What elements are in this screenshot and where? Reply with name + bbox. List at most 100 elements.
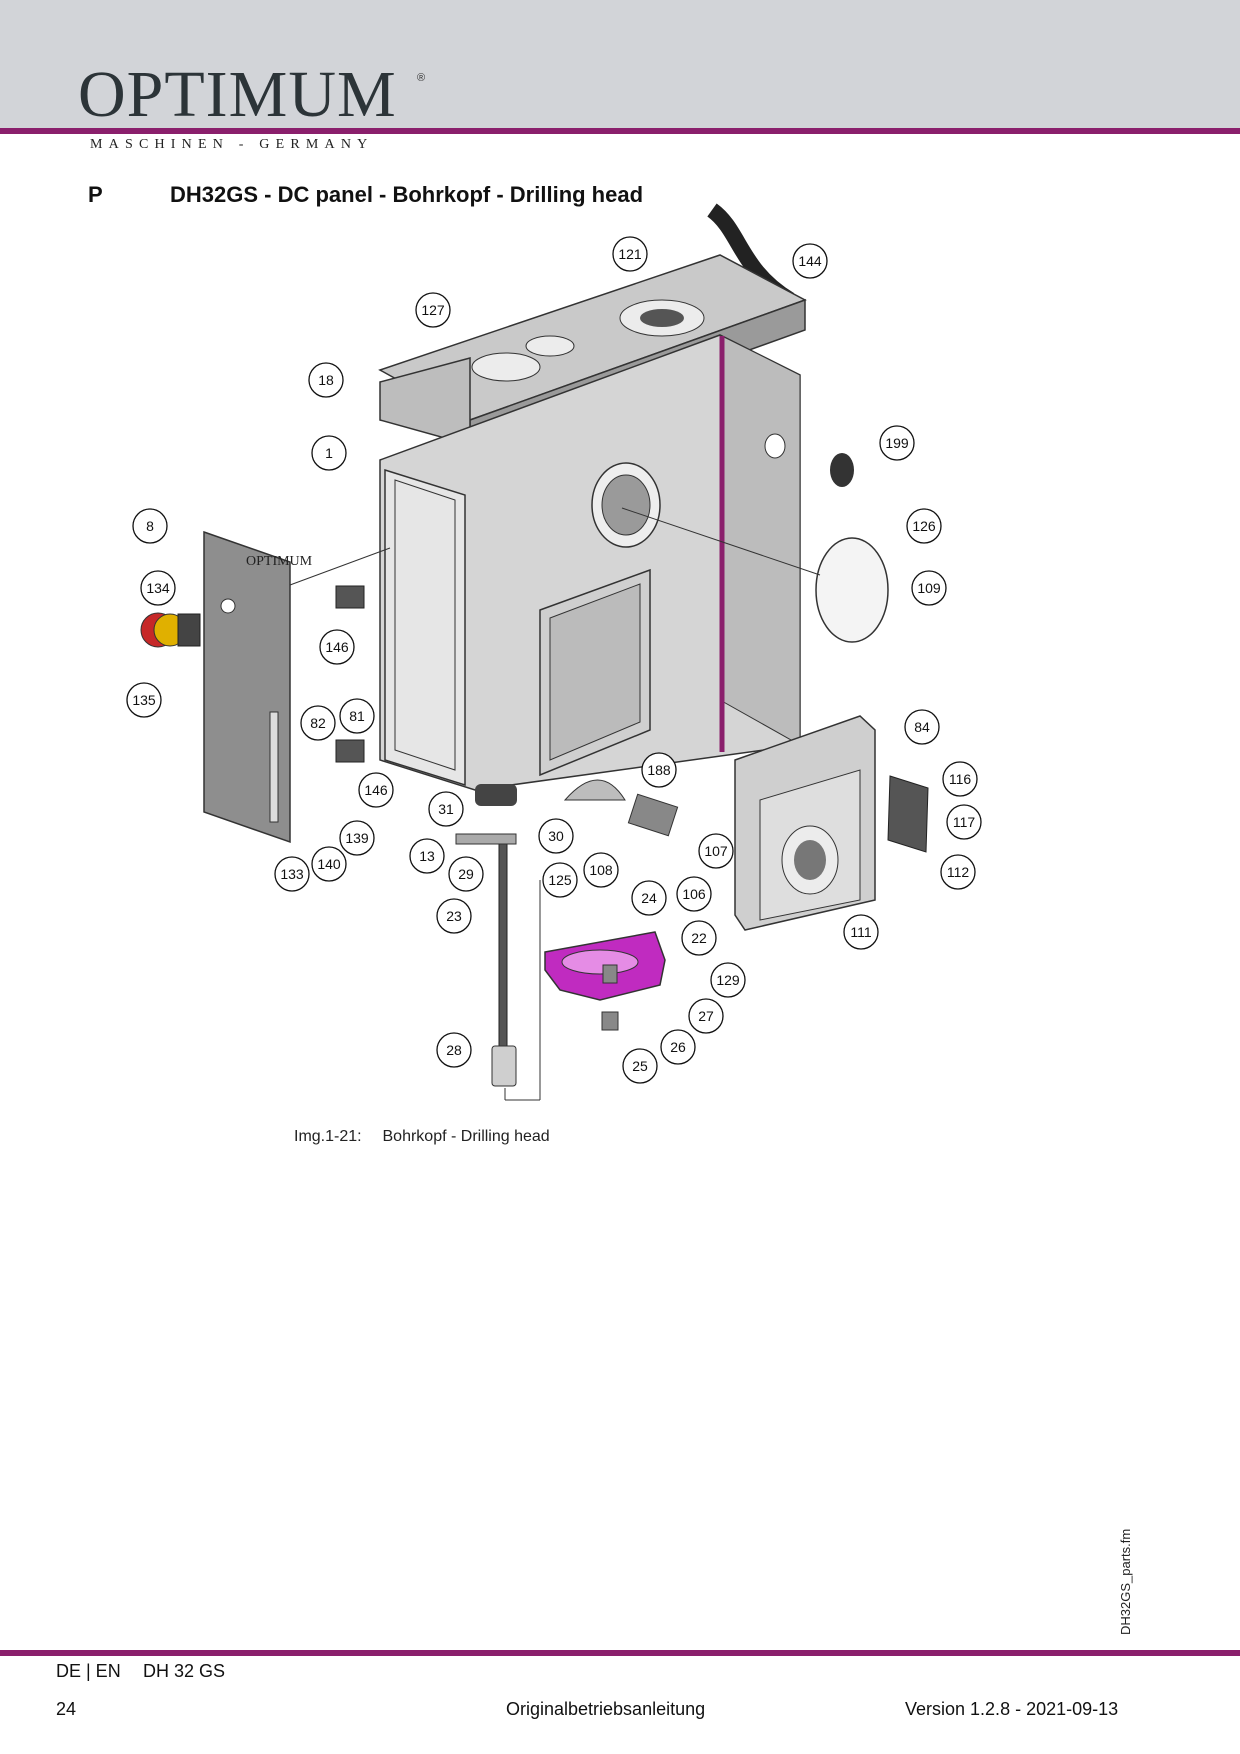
callout-81: 81 <box>339 698 375 734</box>
callout-30: 30 <box>538 818 574 854</box>
callout-label: 144 <box>798 253 822 269</box>
side-filename: DH32GS_parts.fm <box>1118 1528 1133 1635</box>
callout-label: 134 <box>146 580 170 596</box>
callout-label: 199 <box>885 435 909 451</box>
callout-label: 133 <box>280 866 304 882</box>
callout-13: 13 <box>409 838 445 874</box>
callout-135: 135 <box>126 682 162 718</box>
footer-version: Version 1.2.8 - 2021-09-13 <box>905 1699 1119 1719</box>
callout-1: 1 <box>311 435 347 471</box>
callout-116: 116 <box>942 761 978 797</box>
callout-label: 109 <box>917 580 941 596</box>
callout-112: 112 <box>940 854 976 890</box>
callout-22: 22 <box>681 920 717 956</box>
callout-label: 22 <box>691 930 707 946</box>
callout-label: 111 <box>850 924 871 940</box>
header-rule <box>0 128 1240 134</box>
callout-label: 125 <box>548 872 572 888</box>
callout-label: 121 <box>618 246 642 262</box>
callout-label: 146 <box>325 639 349 655</box>
callout-144: 144 <box>792 243 828 279</box>
callout-127: 127 <box>415 292 451 328</box>
callout-106: 106 <box>676 876 712 912</box>
callout-label: 13 <box>419 848 435 864</box>
callout-label: 129 <box>716 972 740 988</box>
callout-label: 81 <box>349 708 365 724</box>
callout-label: 116 <box>949 771 972 787</box>
callout-109: 109 <box>911 570 947 606</box>
callout-146: 146 <box>358 772 394 808</box>
callout-label: 30 <box>548 828 564 844</box>
panel-logo-text: OPTIMUM <box>246 554 313 569</box>
callout-139: 139 <box>339 820 375 856</box>
callout-label: 135 <box>132 692 156 708</box>
callout-label: 84 <box>914 719 930 735</box>
callout-label: 26 <box>670 1039 686 1055</box>
callout-label: 107 <box>704 843 728 859</box>
callout-label: 82 <box>310 715 326 731</box>
callout-27: 27 <box>688 998 724 1034</box>
callout-82: 82 <box>300 705 336 741</box>
callout-28: 28 <box>436 1032 472 1068</box>
callout-label: 25 <box>632 1058 648 1074</box>
callout-140: 140 <box>311 846 347 882</box>
footer-model: DH 32 GS <box>143 1661 226 1681</box>
callout-24: 24 <box>631 880 667 916</box>
callout-134: 134 <box>140 570 176 606</box>
callout-label: 146 <box>364 782 388 798</box>
callout-107: 107 <box>698 833 734 869</box>
caption-number: Img.1-21: <box>294 1128 362 1145</box>
callout-31: 31 <box>428 791 464 827</box>
registered-mark: ® <box>417 72 426 84</box>
callout-126: 126 <box>906 508 942 544</box>
callout-label: 29 <box>458 866 474 882</box>
callout-146: 146 <box>319 629 355 665</box>
header-band <box>0 0 1240 128</box>
callout-18: 18 <box>308 362 344 398</box>
callout-26: 26 <box>660 1029 696 1065</box>
footer-page-number: 24 <box>56 1699 77 1719</box>
callout-label: 1 <box>325 445 333 461</box>
callout-117: 117 <box>946 804 982 840</box>
callout-84: 84 <box>904 709 940 745</box>
callout-label: 27 <box>698 1008 714 1024</box>
callout-29: 29 <box>448 856 484 892</box>
callout-125: 125 <box>542 862 578 898</box>
callout-129: 129 <box>710 962 746 998</box>
callout-25: 25 <box>622 1048 658 1084</box>
callout-label: 106 <box>682 886 706 902</box>
callout-label: 139 <box>345 830 369 846</box>
callout-label: 18 <box>318 372 334 388</box>
callout-label: 8 <box>146 518 154 534</box>
section-letter: P <box>88 182 103 207</box>
callout-111: 111 <box>843 914 879 950</box>
callout-121: 121 <box>612 236 648 272</box>
grommet-shape <box>830 453 854 487</box>
callout-label: 140 <box>317 856 341 872</box>
brand-logo: OPTIMUM <box>78 58 397 131</box>
callout-199: 199 <box>879 425 915 461</box>
callout-label: 127 <box>421 302 445 318</box>
spindle-shaft <box>498 841 508 1048</box>
callout-188: 188 <box>641 752 677 788</box>
callout-label: 188 <box>647 762 671 778</box>
callout-label: 126 <box>912 518 936 534</box>
callout-label: 23 <box>446 908 462 924</box>
callout-label: 108 <box>589 862 613 878</box>
caption-text: Bohrkopf - Drilling head <box>382 1128 550 1145</box>
callout-108: 108 <box>583 852 619 888</box>
brand-tagline: MASCHINEN - GERMANY <box>90 137 374 152</box>
figure-caption: Img.1-21: Bohrkopf - Drilling head <box>294 1128 550 1146</box>
callout-133: 133 <box>274 856 310 892</box>
callout-label: 31 <box>438 801 454 817</box>
footer-document: Originalbetriebsanleitung <box>506 1699 706 1719</box>
callout-8: 8 <box>132 508 168 544</box>
section-title: DH32GS - DC panel - Bohrkopf - Drilling … <box>170 182 644 207</box>
callout-label: 28 <box>446 1042 462 1058</box>
callout-label: 24 <box>641 890 657 906</box>
footer-language: DE | EN <box>56 1661 121 1681</box>
round-cover-shape <box>815 537 889 643</box>
footer-rule <box>0 1650 1240 1656</box>
callout-23: 23 <box>436 898 472 934</box>
